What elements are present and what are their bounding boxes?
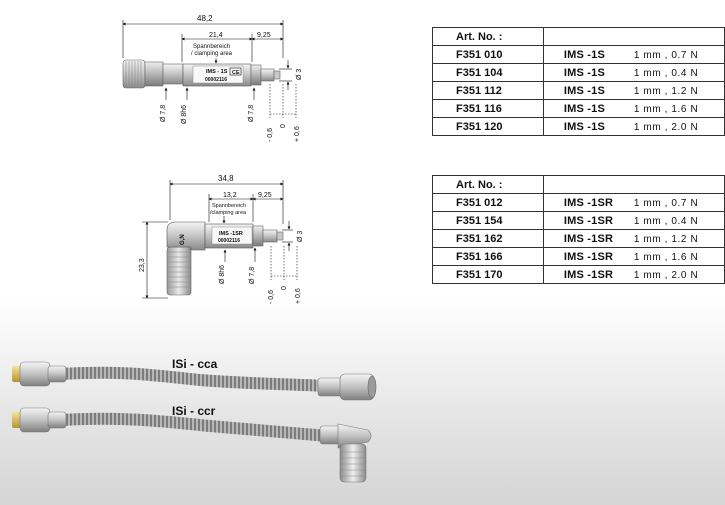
spec-value: 1 mm , 0.4 N: [633, 215, 699, 227]
travel-plus-bottom: + 0,6: [295, 288, 302, 304]
table-header-row: Art. No. :: [432, 175, 725, 194]
dim-height-bottom: [142, 221, 168, 299]
spec-value: 1 mm , 1.6 N: [633, 251, 699, 263]
table-header-art: Art. No. :: [432, 175, 544, 194]
ce-mark: CE: [232, 70, 240, 76]
model-name: IMS -1S: [563, 84, 605, 97]
dim-right-top-value: 9,25: [257, 32, 271, 39]
model-name: IMS -1SR: [563, 232, 614, 245]
spec-value: 1 mm , 2.0 N: [633, 121, 699, 133]
art-number: F351 166: [432, 247, 544, 266]
table-row: F351 162 IMS -1SR 1 mm , 1.2 N: [432, 229, 725, 248]
table-row: F351 154 IMS -1SR 1 mm , 0.4 N: [432, 211, 725, 230]
art-number: F351 104: [432, 63, 544, 82]
art-number: F351 012: [432, 193, 544, 212]
dia-right-top: Ø 7,8: [248, 105, 255, 122]
dim-clamp-bottom-value: 13,2: [223, 192, 237, 199]
table-row: F351 120 IMS -1S 1 mm , 2.0 N: [432, 117, 725, 136]
dim-clamp-top-value: 21,4: [209, 32, 223, 39]
model-name: IMS -1S: [563, 120, 605, 133]
dim-right-bottom-value: 9,25: [258, 192, 272, 199]
table-row: F351 170 IMS -1SR 1 mm , 2.0 N: [432, 265, 725, 284]
dia-mid-top: Ø 8h6: [181, 105, 188, 124]
model-name: IMS -1SR: [563, 250, 614, 263]
spec-value: 1 mm , 0.4 N: [633, 67, 699, 79]
top-serial: 00002116: [205, 77, 227, 83]
sensor-ims-1sr-body: [166, 221, 284, 296]
table-row: F351 104 IMS -1S 1 mm , 0.4 N: [432, 63, 725, 82]
clamp-area-bottom-label-2: /clamping area: [210, 210, 247, 216]
art-number: F351 154: [432, 211, 544, 230]
model-name: IMS -1S: [563, 48, 605, 61]
spec-value: 1 mm , 2.0 N: [633, 269, 699, 281]
table-row: F351 012 IMS -1SR 1 mm , 0.7 N: [432, 193, 725, 212]
spec-value: 1 mm , 1.2 N: [633, 233, 699, 245]
travel-lines-top: [269, 84, 297, 118]
table-header-row: Art. No. :: [432, 27, 725, 46]
table-row: F351 112 IMS -1S 1 mm , 1.2 N: [432, 81, 725, 100]
model-name: IMS -1SR: [563, 214, 614, 227]
clamp-area-label-1: Spannbereich: [193, 44, 230, 50]
dim-total-bottom: [169, 180, 284, 224]
spec-value: 1 mm , 0.7 N: [633, 49, 699, 61]
table-header-art: Art. No. :: [432, 27, 544, 46]
article-table-ims-1sr: Art. No. : F351 012 IMS -1SR 1 mm , 0.7 N…: [432, 175, 725, 284]
travel-zero-bottom: 0: [281, 286, 288, 290]
cable-2-label: ISi - ccr: [172, 404, 216, 418]
spec-value: 1 mm , 1.2 N: [633, 85, 699, 97]
dim-total-bottom-value: 34,8: [218, 174, 234, 183]
art-number: F351 170: [432, 265, 544, 284]
travel-plus-top: + 0,6: [294, 126, 301, 142]
art-number: F351 116: [432, 99, 544, 118]
art-number: F351 010: [432, 45, 544, 64]
dia-right-bottom: Ø 7,8: [249, 267, 256, 284]
travel-zero-top: 0: [280, 124, 287, 128]
dia-lines-top: [164, 60, 292, 100]
top-model-label: IMS - 1S: [206, 69, 228, 75]
dia-left-top: Ø 7,8: [160, 105, 167, 122]
dim-height-bottom-value: 23,3: [139, 258, 146, 272]
model-name: IMS -1SR: [563, 268, 614, 281]
art-number: F351 112: [432, 81, 544, 100]
model-name: IMS -1SR: [563, 196, 614, 209]
art-number: F351 120: [432, 117, 544, 136]
bottom-model-label: IMS -1SR: [219, 231, 243, 237]
travel-minus-bottom: - 0,6: [268, 290, 275, 304]
dia-mid-bottom: Ø 8h6: [219, 265, 226, 284]
cable-isi-cca: [12, 361, 377, 401]
dim-total-top-value: 48,2: [197, 14, 213, 23]
drawing-ims-1s: IMS - 1S 00002116 CE 48,2 21,4 9,25 Span…: [122, 14, 304, 304]
bottom-serial: 00002116: [218, 238, 240, 244]
dia-tip-bottom: Ø 3: [297, 231, 304, 242]
dim-clamp-top: [181, 34, 284, 64]
travel-lines-bottom: [270, 246, 298, 280]
clamp-area-bottom-label-1: Spannbereich: [212, 203, 246, 209]
dia-lines-bottom: [223, 221, 293, 262]
art-number: F351 162: [432, 229, 544, 248]
cable-photos: [12, 361, 377, 483]
cable-1-label: ISi - cca: [172, 357, 218, 371]
travel-minus-top: - 0,6: [267, 128, 274, 142]
clamp-area-label-2: / clamping area: [191, 51, 233, 57]
model-name: IMS -1S: [563, 66, 605, 79]
spec-value: 1 mm , 1.6 N: [633, 103, 699, 115]
bottom-side-label: G,N: [180, 234, 186, 245]
model-name: IMS -1S: [563, 102, 605, 115]
table-row: F351 010 IMS -1S 1 mm , 0.7 N: [432, 45, 725, 64]
spec-value: 1 mm , 0.7 N: [633, 197, 699, 209]
cable-isi-ccr: [12, 407, 372, 483]
dia-tip-top: Ø 3: [296, 69, 303, 80]
table-row: F351 116 IMS -1S 1 mm , 1.6 N: [432, 99, 725, 118]
table-row: F351 166 IMS -1SR 1 mm , 1.6 N: [432, 247, 725, 266]
sensor-ims-1s-body: [122, 59, 281, 89]
dim-clamp-bottom: [208, 194, 284, 224]
